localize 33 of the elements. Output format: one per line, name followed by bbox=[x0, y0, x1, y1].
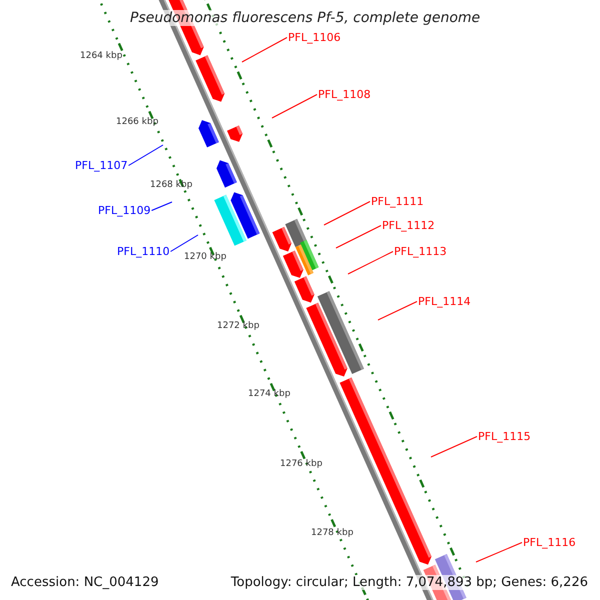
scale-label: 1270 kbp bbox=[184, 253, 226, 262]
leader-line bbox=[170, 234, 198, 252]
gene-label: PFL_1111 bbox=[371, 196, 424, 207]
leader-line bbox=[272, 94, 318, 118]
gene-label: PFL_1116 bbox=[523, 537, 576, 548]
leader-line bbox=[336, 225, 382, 248]
scale-label: 1274 kbp bbox=[248, 390, 290, 399]
gene-label: PFL_1112 bbox=[382, 220, 435, 231]
gene-label: PFL_1113 bbox=[394, 246, 447, 257]
gene-label: PFL_1110 bbox=[117, 246, 170, 257]
scale-label: 1264 kbp bbox=[80, 52, 122, 61]
gene-label: PFL_1107 bbox=[75, 160, 128, 171]
leader-line bbox=[242, 37, 288, 62]
gene-label: PFL_1115 bbox=[478, 431, 531, 442]
gene-label: PFL_1106 bbox=[288, 32, 341, 43]
genome-summary: Topology: circular; Length: 7,074,893 bp; Genes: 6,226 bbox=[228, 575, 590, 590]
leader-line bbox=[476, 542, 522, 562]
gene-label: PFL_1114 bbox=[418, 296, 471, 307]
gene-label: PFL_1109 bbox=[98, 205, 151, 216]
leader-line bbox=[324, 201, 370, 226]
leader-line bbox=[128, 144, 164, 166]
scale-label: 1268 kbp bbox=[150, 181, 192, 190]
scale-label: 1276 kbp bbox=[280, 460, 322, 469]
leader-line bbox=[430, 436, 478, 458]
accession-note: Accession: NC_004129 bbox=[9, 575, 161, 590]
scale-label: 1272 kbp bbox=[217, 322, 260, 331]
gene-label: PFL_1108 bbox=[318, 89, 371, 100]
scale-label: 1266 kbp bbox=[116, 118, 158, 127]
leader-line bbox=[378, 301, 418, 320]
leader-line bbox=[151, 202, 172, 211]
scale-label: 1278 kbp bbox=[311, 529, 354, 538]
leader-line bbox=[348, 251, 394, 274]
map-title: Pseudomonas fluorescens Pf-5, complete genome bbox=[128, 10, 482, 26]
